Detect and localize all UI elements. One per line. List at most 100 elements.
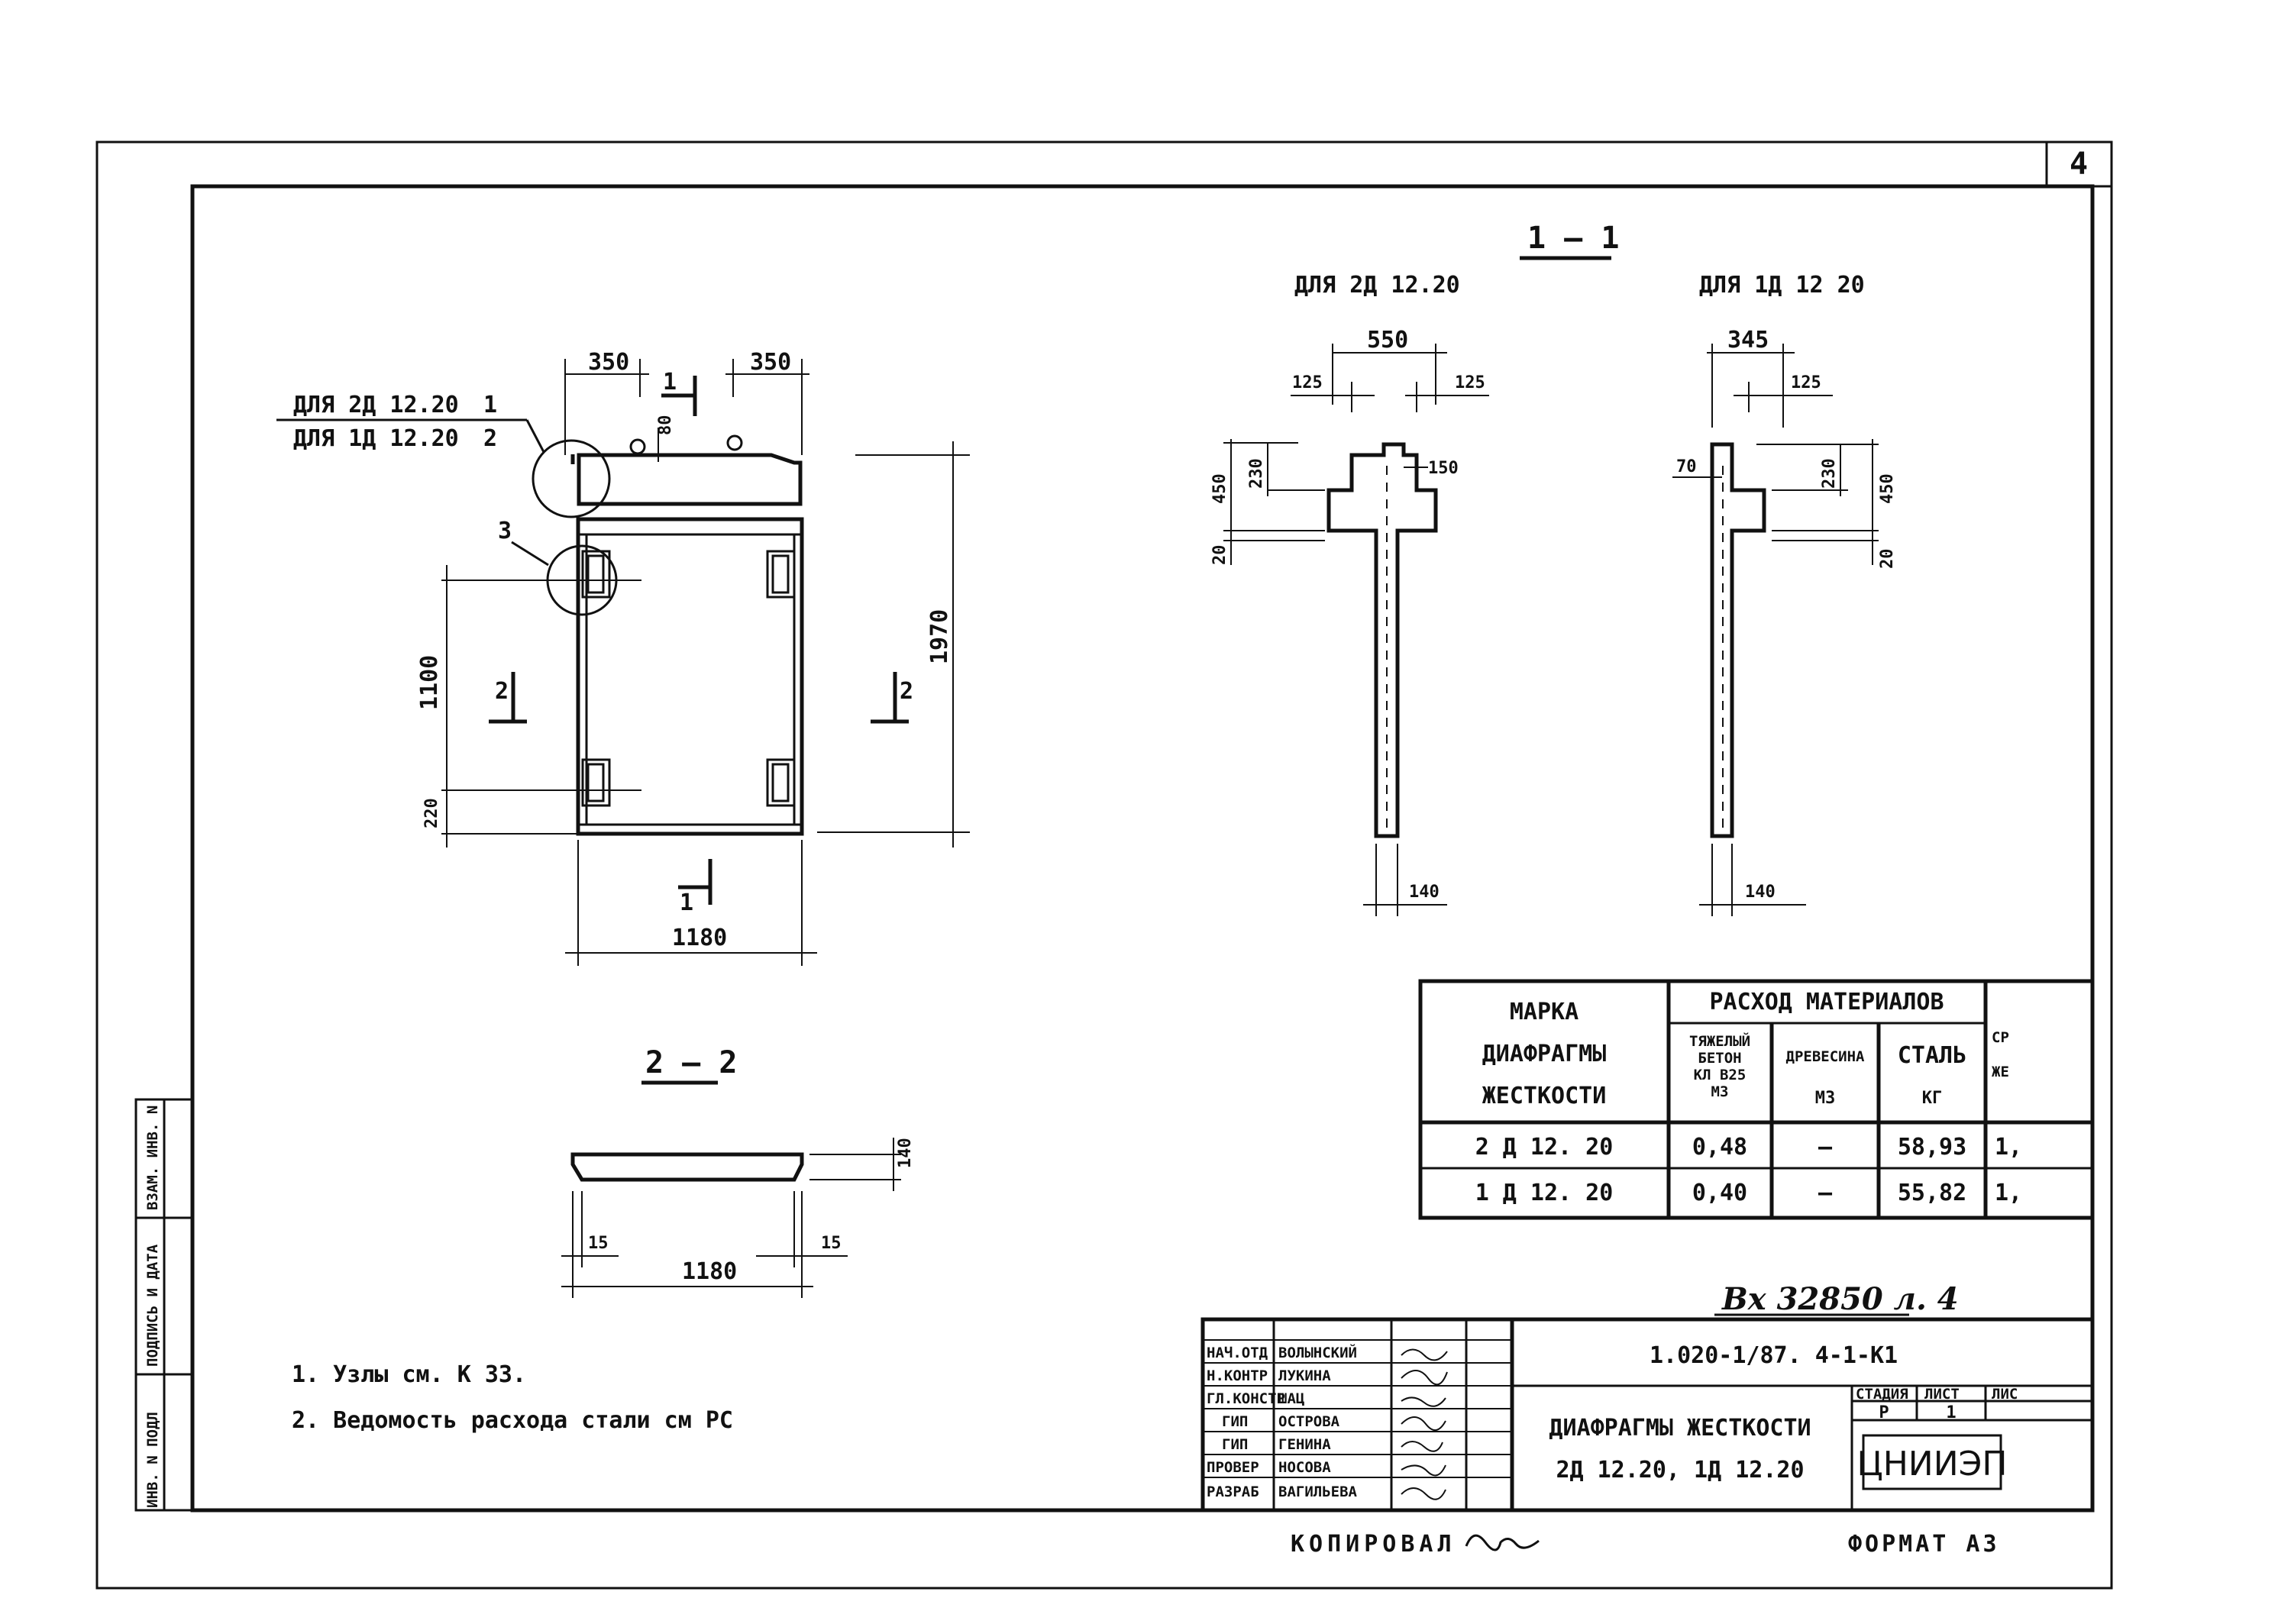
table-sub-steel-unit: КГ — [1922, 1089, 1943, 1108]
name-2: ЛУКИНА — [1278, 1367, 1331, 1384]
table-row: 1 Д 12. 20 0,40 — 55,82 1, — [1475, 1180, 2022, 1206]
dim-450-right: 450 — [1878, 473, 1897, 504]
node-circle-1-2 — [532, 439, 611, 518]
row-1-steel: 58,93 — [1898, 1134, 1966, 1161]
dim-15-a: 15 — [588, 1234, 609, 1253]
cut-2-right-label: 2 — [900, 678, 913, 705]
row-1-extra: 1, — [1995, 1134, 2022, 1161]
node-3-label: 3 — [498, 518, 512, 544]
row-2-extra: 1, — [1995, 1180, 2022, 1206]
name-3: ШАЦ — [1278, 1390, 1304, 1407]
dim-70: 70 — [1676, 457, 1697, 476]
name-5: ГЕНИНА — [1278, 1436, 1331, 1453]
doc-title-1: ДИАФРАГМЫ ЖЕСТКОСТИ — [1549, 1415, 1811, 1442]
row-2-mark: 1 Д 12. 20 — [1475, 1180, 1614, 1206]
dim-140-right: 140 — [1745, 883, 1776, 902]
dim-345: 345 — [1727, 327, 1769, 354]
side-inv-label: ИНВ. N ПОДЛ — [144, 1412, 161, 1508]
elevation-view: ДЛЯ 2Д 12.20 1 ДЛЯ 1Д 12.20 2 3 350 350 … — [276, 349, 970, 966]
table-row: 2 Д 12. 20 0,48 — 58,93 1, — [1475, 1134, 2022, 1161]
table-sub-steel: СТАЛЬ — [1898, 1042, 1966, 1069]
callout-2d-label: ДЛЯ 2Д 12.20 — [293, 392, 459, 418]
role-5: ГИП — [1222, 1436, 1248, 1453]
sheet-number-box — [2045, 140, 2113, 188]
org-name: ЦНИИЭП — [1857, 1445, 2008, 1484]
dim-140-section-2: 140 — [896, 1138, 915, 1168]
dim-450-left: 450 — [1210, 473, 1230, 504]
title-block: НАЧ.ОТД Н.КОНТР ГЛ.КОНСТР ГИП ГИП ПРОВЕР… — [1200, 1317, 2095, 1513]
side-strip: ИНВ. N ПОДЛ ПОДПИСЬ И ДАТА ВЗАМ. ИНВ. N — [134, 1098, 194, 1512]
dim-1180-section-2: 1180 — [682, 1258, 737, 1285]
dim-20-left: 20 — [1210, 545, 1230, 566]
dim-125-right: 125 — [1791, 373, 1821, 392]
dim-125-b: 125 — [1455, 373, 1485, 392]
name-1: ВОЛЫНСКИЙ — [1278, 1344, 1357, 1361]
role-6: ПРОВЕР — [1207, 1459, 1259, 1476]
row-2-wood: — — [1818, 1180, 1833, 1206]
dim-140-left: 140 — [1409, 883, 1440, 902]
dim-350-right: 350 — [750, 349, 791, 376]
copier-signature — [1465, 1534, 1540, 1551]
role-1: НАЧ.ОТД — [1207, 1345, 1268, 1361]
dim-125-a: 125 — [1292, 373, 1323, 392]
dim-350-left: 350 — [588, 349, 629, 376]
doc-code: 1.020-1/87. 4-1-К1 — [1650, 1342, 1898, 1369]
table-sub-concrete-1: ТЯЖЕЛЫЙ — [1689, 1032, 1750, 1050]
table-sub-wood-unit: М3 — [1815, 1089, 1836, 1108]
side-replace-label: ВЗАМ. ИНВ. N — [144, 1106, 161, 1210]
cut-2-left-label: 2 — [495, 678, 509, 705]
stage-value: Р — [1879, 1403, 1889, 1422]
role-7: РАЗРАБ — [1207, 1484, 1259, 1500]
footer-copied: КОПИРОВАЛ — [1291, 1531, 1456, 1558]
callout-1d-num: 2 — [483, 425, 497, 452]
cut-1-top-label: 1 — [663, 369, 677, 396]
side-sign-label: ПОДПИСЬ И ДАТА — [144, 1244, 161, 1367]
role-4: ГИП — [1222, 1413, 1248, 1430]
row-1-wood: — — [1818, 1134, 1833, 1161]
inventory-number: Вх 32850 л. 4 — [1721, 1281, 1959, 1317]
table-cut-col-a: СР — [1992, 1029, 2009, 1046]
dim-1180-bottom: 1180 — [672, 925, 727, 951]
table-header-group: РАСХОД МАТЕРИАЛОВ — [1709, 989, 1944, 1015]
signatures — [1401, 1348, 1448, 1500]
table-header-mark-1: МАРКА — [1510, 999, 1578, 1025]
dim-80: 80 — [656, 415, 675, 436]
note-2: 2. Ведомость расхода стали см РС — [292, 1407, 733, 1434]
footer-format: ФОРМАТ А3 — [1848, 1531, 2000, 1558]
dim-20-right: 20 — [1878, 549, 1897, 570]
stage-label: СТАДИЯ — [1856, 1386, 1908, 1403]
dim-230-left: 230 — [1247, 458, 1266, 489]
materials-table: МАРКА ДИАФРАГМЫ ЖЕСТКОСТИ РАСХОД МАТЕРИА… — [1418, 979, 2095, 1220]
role-2: Н.КОНТР — [1207, 1367, 1268, 1384]
row-2-concrete: 0,40 — [1692, 1180, 1747, 1206]
sheet-number: 4 — [2070, 147, 2088, 182]
table-header-mark-3: ЖЕСТКОСТИ — [1482, 1083, 1607, 1109]
role-3: ГЛ.КОНСТР — [1207, 1390, 1285, 1407]
sheet-value: 1 — [1946, 1403, 1956, 1422]
sheet-label: ЛИСТ — [1924, 1386, 1960, 1403]
inner-frame — [190, 184, 2095, 1513]
section-2-2-title: 2 — 2 — [645, 1045, 737, 1080]
callout-2d-num: 1 — [483, 392, 497, 418]
org-box — [1862, 1434, 2002, 1490]
section-1-1: 1 — 1 ДЛЯ 2Д 12.20 ДЛЯ 1Д 12 20 550 125 … — [1210, 221, 1897, 916]
dim-230-right: 230 — [1820, 458, 1839, 489]
section-2-2: 2 — 2 140 15 15 1180 — [561, 1045, 915, 1298]
cut-1-bottom-label: 1 — [680, 889, 693, 916]
dim-550: 550 — [1367, 327, 1408, 354]
section-1-1-right-caption: ДЛЯ 1Д 12 20 — [1699, 272, 1865, 299]
doc-title-2: 2Д 12.20, 1Д 12.20 — [1556, 1457, 1804, 1484]
dim-15-b: 15 — [821, 1234, 842, 1253]
sheets-label: ЛИС — [1992, 1386, 2018, 1403]
table-sub-wood: ДРЕВЕСИНА — [1786, 1048, 1866, 1065]
table-cut-col-b: ЖЕ — [1992, 1064, 2009, 1080]
table-sub-concrete-4: М3 — [1711, 1083, 1729, 1100]
name-6: НОСОВА — [1278, 1459, 1331, 1476]
table-sub-concrete-3: КЛ В25 — [1694, 1067, 1747, 1083]
section-1-1-left-caption: ДЛЯ 2Д 12.20 — [1294, 272, 1460, 299]
dim-150: 150 — [1428, 459, 1459, 478]
dim-1970: 1970 — [926, 609, 953, 664]
row-1-mark: 2 Д 12. 20 — [1475, 1134, 1614, 1161]
row-1-concrete: 0,48 — [1692, 1134, 1747, 1161]
